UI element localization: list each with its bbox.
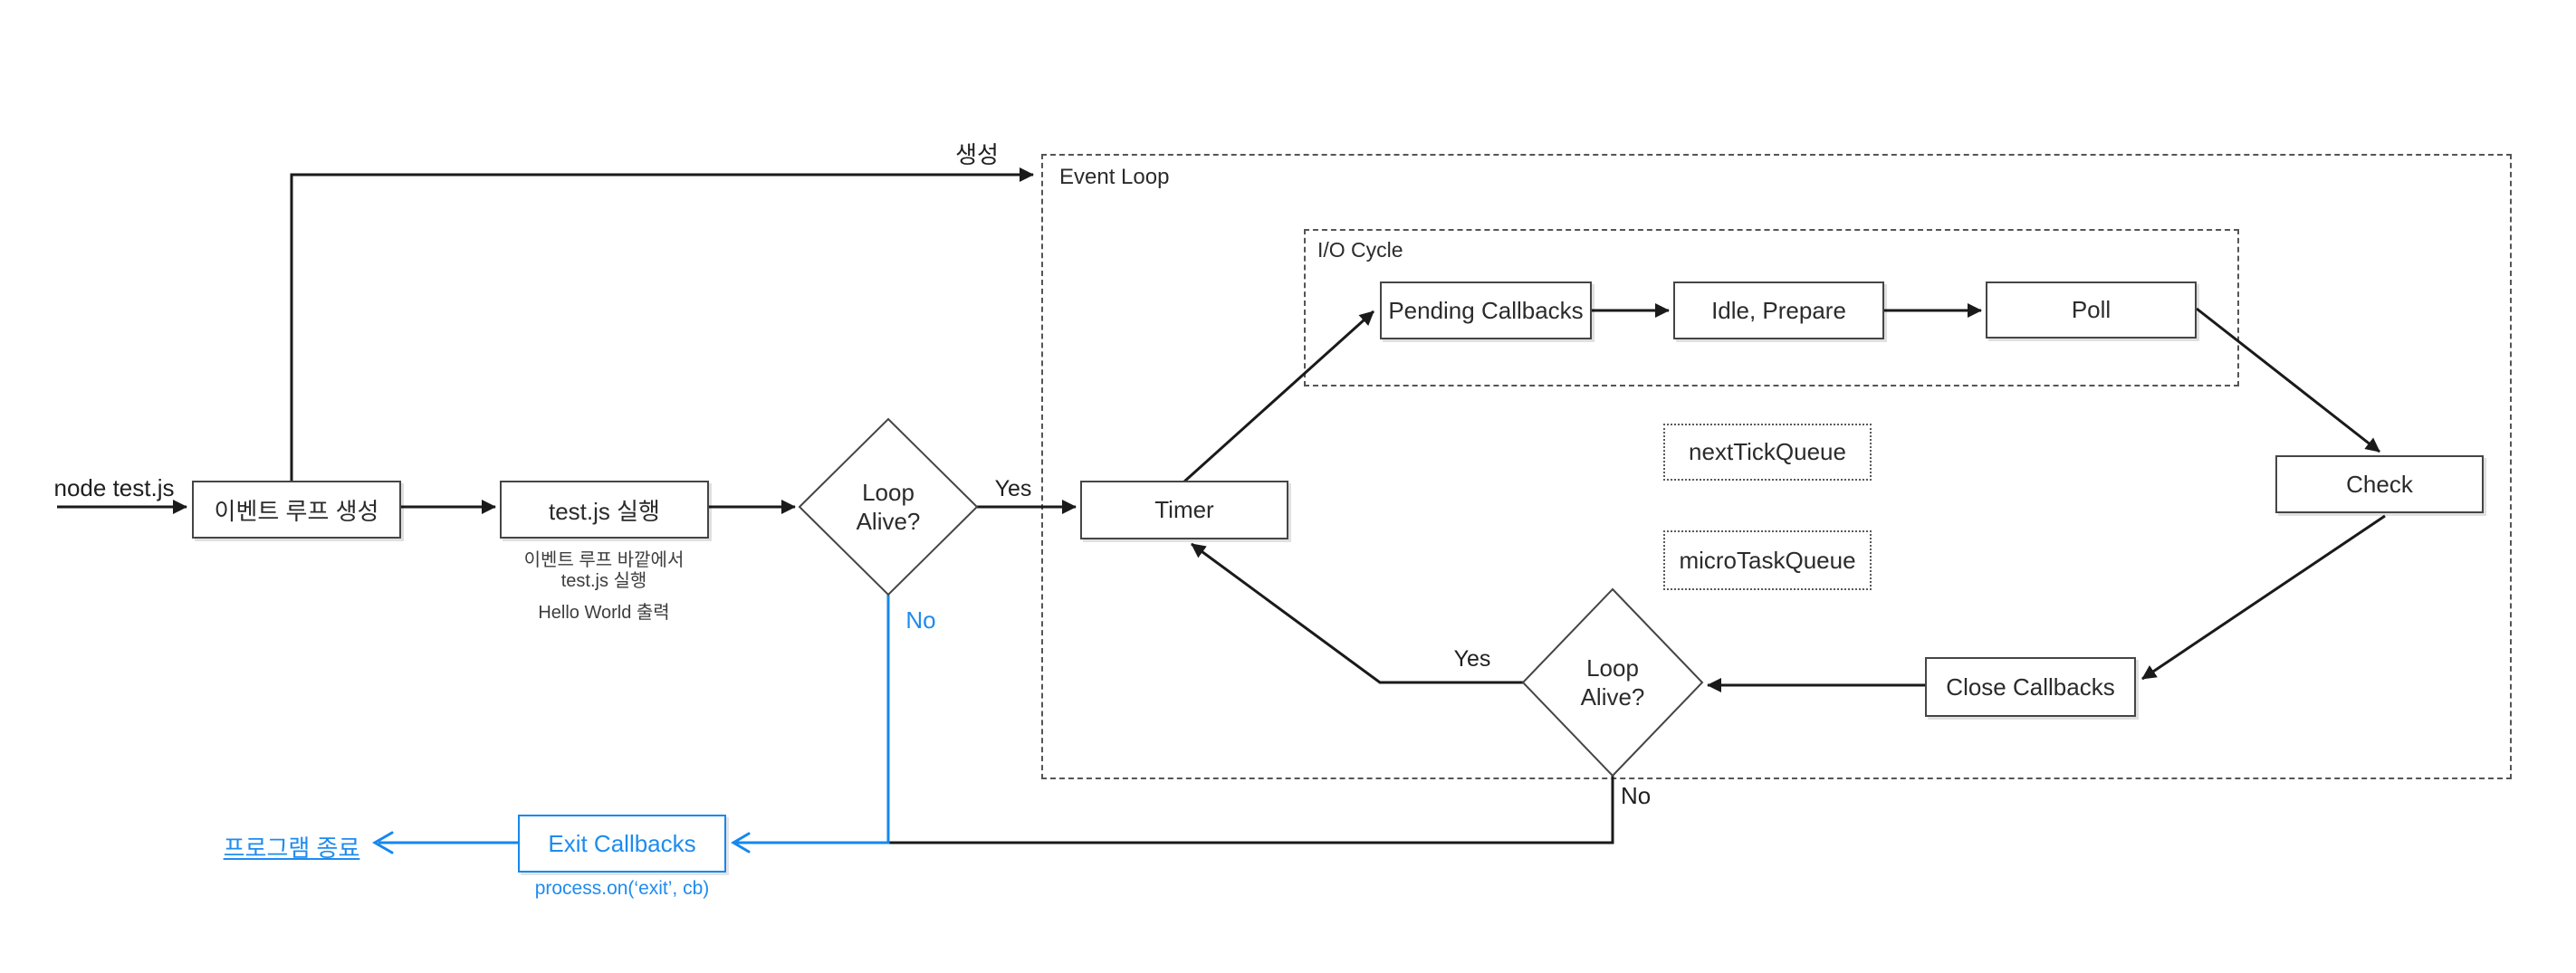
loop-alive-outer-label: Loop Alive? bbox=[856, 479, 921, 535]
node-timer: Timer bbox=[1080, 481, 1288, 539]
program-exit-label: 프로그램 종료 bbox=[223, 835, 360, 862]
yes-inner-label: Yes bbox=[1453, 646, 1491, 672]
edge-loop-alive-no-down bbox=[888, 776, 1614, 844]
node-exit-callbacks: Exit Callbacks bbox=[518, 815, 726, 873]
node-check: Check bbox=[2275, 455, 2484, 513]
edge-poll-to-check bbox=[2196, 307, 2380, 453]
edge-create-loop-to-event-loop bbox=[290, 167, 1034, 481]
node-next-tick-queue: nextTickQueue bbox=[1663, 424, 1872, 481]
node-run-testjs: test.js 실행 bbox=[500, 481, 709, 539]
edge-loop-alive-yes-to-timer-return bbox=[1191, 542, 1523, 684]
node-poll: Poll bbox=[1986, 281, 2197, 339]
run-note-line2: test.js 실행 bbox=[560, 571, 647, 591]
node-idle-prepare: Idle, Prepare bbox=[1673, 281, 1884, 339]
arrowhead-program-end bbox=[372, 831, 394, 854]
loop-alive-inner-label: Loop Alive? bbox=[1580, 654, 1645, 711]
start-command-label: node test.js bbox=[53, 474, 175, 501]
node-micro-task-queue: microTaskQueue bbox=[1663, 530, 1872, 590]
edge-timer-to-pending bbox=[1183, 310, 1375, 483]
event-loop-container-label: Event Loop bbox=[1059, 165, 1170, 189]
io-cycle-container-label: I/O Cycle bbox=[1317, 238, 1403, 262]
process-on-exit-note: process.on(‘exit’, cb) bbox=[534, 878, 710, 899]
node-create-event-loop: 이벤트 루프 생성 bbox=[192, 481, 401, 539]
node-close-callbacks: Close Callbacks bbox=[1925, 657, 2136, 717]
run-note: 이벤트 루프 바깥에서 test.js 실행 bbox=[491, 550, 717, 592]
loop-alive-outer-diamond bbox=[798, 417, 979, 596]
yes-outer-label: Yes bbox=[994, 476, 1032, 501]
edge-check-to-close bbox=[2141, 514, 2386, 681]
event-loop-container bbox=[1041, 154, 2512, 779]
no-outer-label: No bbox=[905, 606, 936, 634]
io-cycle-container bbox=[1304, 229, 2239, 386]
edge-no-to-exit-callbacks bbox=[736, 595, 890, 844]
no-inner-label: No bbox=[1621, 782, 1652, 809]
loop-alive-inner-diamond bbox=[1521, 587, 1704, 777]
hello-output-note: Hello World 출력 bbox=[538, 603, 670, 623]
arrowhead-exit-callbacks bbox=[731, 832, 751, 854]
run-note-line1: 이벤트 루프 바깥에서 bbox=[523, 550, 685, 570]
creation-label: 생성 bbox=[955, 141, 999, 168]
node-pending-callbacks: Pending Callbacks bbox=[1380, 281, 1592, 339]
